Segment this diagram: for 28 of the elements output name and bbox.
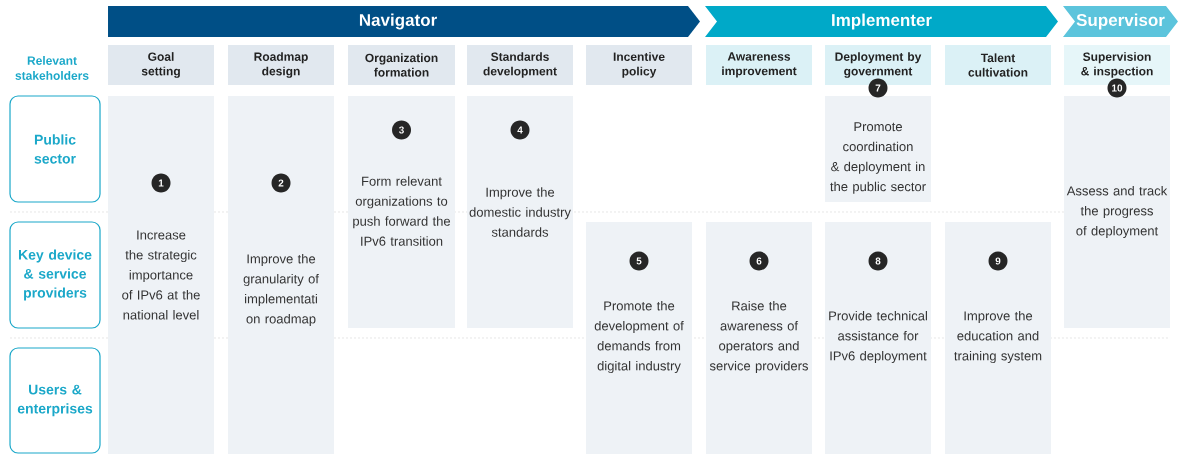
number-badge: 1 bbox=[151, 173, 171, 193]
column-header: Incentive policy bbox=[586, 45, 692, 85]
column-header: Deployment by government bbox=[825, 45, 931, 85]
number-badge: 6 bbox=[749, 251, 769, 271]
number-badge: 3 bbox=[392, 120, 411, 140]
stakeholder-box: Users & enterprises bbox=[9, 347, 101, 454]
number-badge: 7 bbox=[868, 78, 888, 98]
number-badge: 10 bbox=[1107, 78, 1127, 98]
phase-banner: Navigator bbox=[108, 6, 700, 37]
stakeholder-box: Public sector bbox=[9, 95, 101, 203]
phase-banner: Implementer bbox=[705, 6, 1058, 37]
column-header: Supervision & inspection bbox=[1064, 45, 1170, 85]
action-box: Assess and track the progress of deployment bbox=[1064, 96, 1170, 328]
number-badge: 9 bbox=[988, 251, 1008, 271]
row-heading: Relevant stakeholders bbox=[15, 56, 89, 80]
number-badge: 4 bbox=[510, 120, 530, 140]
column-header: Goal setting bbox=[108, 45, 214, 85]
column-header: Awareness improvement bbox=[706, 45, 812, 85]
column-header: Organization formation bbox=[348, 45, 455, 85]
column-header: Talent cultivation bbox=[945, 45, 1051, 85]
number-badge: 2 bbox=[271, 173, 291, 193]
stakeholder-box: Key device & service providers bbox=[9, 221, 101, 329]
column-header: Standards development bbox=[467, 45, 573, 85]
action-box: Promote coordination & deployment in the public sector bbox=[825, 96, 931, 202]
number-badge: 8 bbox=[868, 251, 888, 271]
phase-banner: Supervisor bbox=[1063, 6, 1178, 37]
number-badge: 5 bbox=[629, 251, 649, 271]
column-header: Roadmap design bbox=[228, 45, 334, 85]
